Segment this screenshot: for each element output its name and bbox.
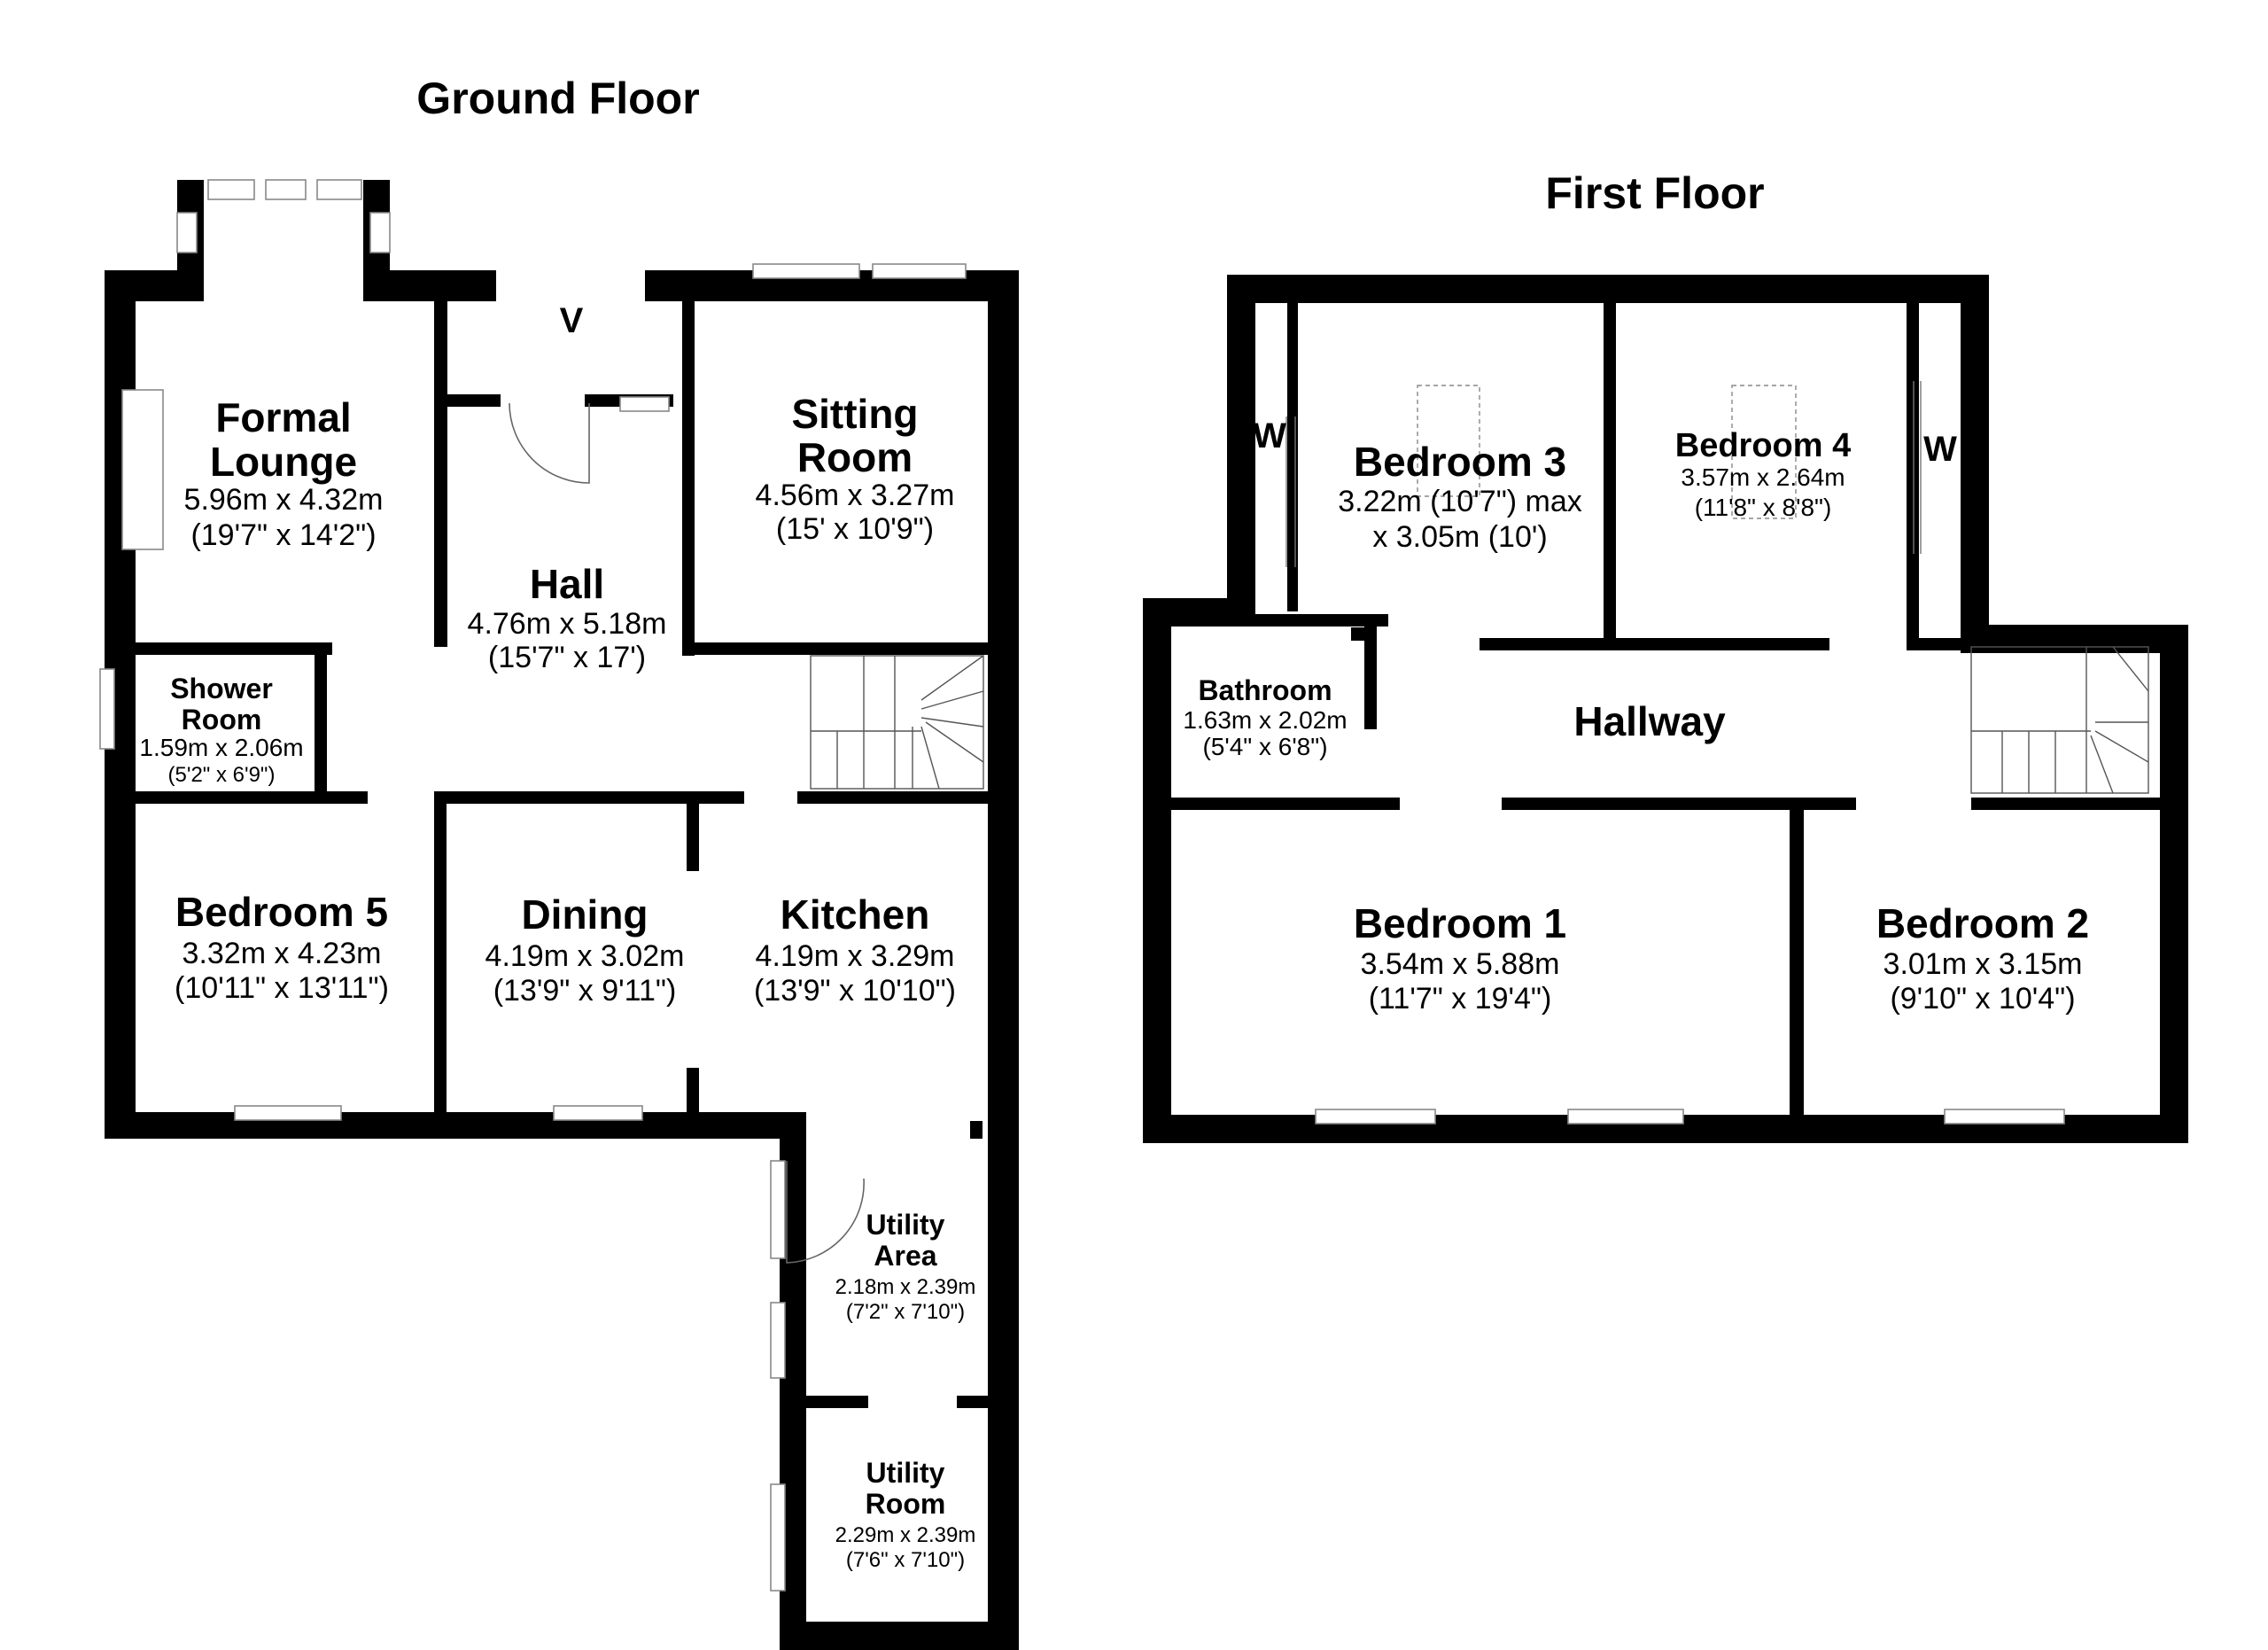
first-floor-windows — [1285, 381, 2065, 1125]
room-shower-room: Shower Room 1.59m x 2.06m (5'2" x 6'9") — [139, 673, 303, 787]
room-dimensions: 4.19m x 3.02m — [485, 939, 685, 973]
room-bathroom: Bathroom 1.63m x 2.02m (5'4" x 6'8") — [1183, 674, 1347, 760]
room-name: Shower — [170, 673, 273, 704]
ground-floor-title: Ground Floor — [416, 74, 699, 123]
room-name: Bedroom 2 — [1876, 900, 2089, 946]
first-floor-walls — [1143, 275, 2188, 1143]
room-dimensions-imperial: (11'8" x 8'8") — [1695, 494, 1832, 521]
room-dimensions-imperial: (10'11" x 13'11") — [175, 971, 389, 1005]
room-dining: Dining 4.19m x 3.02m (13'9" x 9'11") — [485, 891, 685, 1008]
room-hallway: Hallway — [1573, 698, 1726, 744]
room-dimensions-imperial: (11'7" x 19'4") — [1369, 982, 1552, 1016]
room-dimensions-imperial: (5'4" x 6'8") — [1202, 733, 1327, 760]
room-name: Bedroom 3 — [1354, 439, 1566, 485]
room-dimensions: 4.56m x 3.27m — [756, 479, 955, 512]
room-dimensions: 2.18m x 2.39m — [835, 1275, 976, 1299]
room-name: Room — [797, 434, 913, 480]
vestibule-mark: V — [560, 301, 584, 340]
room-name: Area — [874, 1240, 936, 1272]
room-name: Bedroom 5 — [175, 889, 388, 935]
first-floor-title: First Floor — [1545, 168, 1764, 218]
room-dimensions-imperial: (15' x 10'9") — [776, 512, 934, 546]
room-dimensions: 3.54m x 5.88m — [1361, 947, 1560, 981]
room-dimensions: 3.57m x 2.64m — [1681, 463, 1845, 491]
room-dimensions: 3.32m x 4.23m — [183, 937, 382, 970]
room-dimensions-imperial: (13'9" x 9'11") — [493, 974, 677, 1008]
room-kitchen: Kitchen 4.19m x 3.29m (13'9" x 10'10") — [754, 891, 956, 1008]
room-bedroom-2: Bedroom 2 3.01m x 3.15m (9'10" x 10'4") — [1876, 900, 2089, 1016]
ground-floor-windows — [99, 179, 967, 1592]
room-name: Bathroom — [1198, 674, 1332, 706]
room-utility-area: Utility Area 2.18m x 2.39m (7'2" x 7'10"… — [835, 1209, 976, 1324]
room-name: Kitchen — [781, 891, 930, 938]
room-dimensions-imperial: (19'7" x 14'2") — [190, 518, 376, 552]
room-dimensions-imperial: (9'10" x 10'4") — [1890, 982, 2075, 1016]
room-name: Dining — [521, 891, 648, 938]
room-utility-room: Utility Room 2.29m x 2.39m (7'6" x 7'10"… — [835, 1457, 976, 1572]
room-bedroom-3: Bedroom 3 3.22m (10'7") max x 3.05m (10'… — [1338, 439, 1582, 554]
room-name: Utility — [866, 1209, 945, 1241]
room-dimensions: 2.29m x 2.39m — [835, 1523, 976, 1547]
room-formal-lounge: Formal Lounge 5.96m x 4.32m (19'7" x 14'… — [184, 394, 384, 552]
room-name: Utility — [866, 1457, 945, 1489]
room-dimensions-imperial: (13'9" x 10'10") — [754, 974, 956, 1008]
room-dimensions-imperial: (7'6" x 7'10") — [846, 1548, 965, 1572]
room-name: Bedroom 4 — [1675, 427, 1851, 464]
ground-floor-doors — [509, 402, 865, 1264]
room-dimensions: 1.63m x 2.02m — [1183, 706, 1347, 734]
room-name: Formal — [215, 394, 351, 440]
ground-floor-stairs — [810, 655, 984, 790]
wardrobe-mark: W — [1923, 430, 1957, 469]
room-dimensions-imperial: (5'2" x 6'9") — [168, 763, 276, 787]
room-name: Hall — [530, 561, 604, 607]
room-sitting-room: Sitting Room 4.56m x 3.27m (15' x 10'9") — [756, 391, 955, 546]
room-dimensions: 4.76m x 5.18m — [468, 607, 667, 641]
first-floor-stairs — [1970, 646, 2149, 794]
room-bedroom-1: Bedroom 1 3.54m x 5.88m (11'7" x 19'4") — [1354, 900, 1566, 1016]
room-name: Room — [182, 704, 262, 735]
room-bedroom-4: Bedroom 4 3.57m x 2.64m (11'8" x 8'8") — [1675, 427, 1851, 521]
room-dimensions: 3.22m (10'7") max — [1338, 485, 1582, 518]
room-bedroom-5: Bedroom 5 3.32m x 4.23m (10'11" x 13'11"… — [175, 889, 389, 1005]
room-dimensions: 3.01m x 3.15m — [1884, 947, 2083, 981]
room-name: Sitting — [791, 391, 918, 437]
wardrobe-mark: W — [1253, 416, 1286, 455]
room-dimensions-imperial: (7'2" x 7'10") — [846, 1300, 965, 1324]
room-name: Bedroom 1 — [1354, 900, 1566, 946]
room-dimensions-imperial: (15'7" x 17') — [488, 641, 646, 674]
room-name: Lounge — [210, 439, 357, 485]
room-name: Hallway — [1573, 698, 1726, 744]
first-floor-skylights — [1417, 385, 1797, 519]
room-name: Room — [866, 1488, 946, 1520]
room-dimensions: 5.96m x 4.32m — [184, 483, 384, 517]
first-floor: First Floor W W Bedroom 3 3.22m (10'7") … — [1143, 168, 2188, 1143]
ground-floor: Ground Floor V Formal Lounge 5.96m x 4.3… — [99, 74, 1019, 1650]
room-dimensions: 4.19m x 3.29m — [756, 939, 955, 973]
room-hall: Hall 4.76m x 5.18m (15'7" x 17') — [468, 561, 667, 674]
room-dimensions-2: x 3.05m (10') — [1372, 520, 1547, 554]
room-dimensions: 1.59m x 2.06m — [139, 734, 303, 761]
